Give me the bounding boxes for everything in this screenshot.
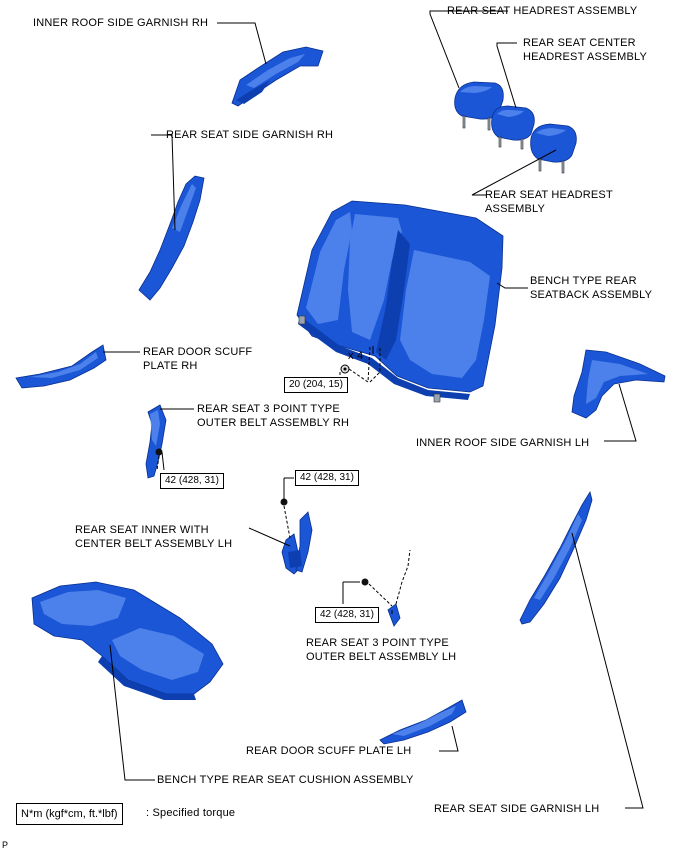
label-outer-belt-rh-line1: REAR SEAT 3 POINT TYPE xyxy=(197,403,340,415)
seatback-part xyxy=(296,200,504,403)
headrest-left-part xyxy=(454,81,504,131)
label-headrest-right-line2: ASSEMBLY xyxy=(485,203,546,215)
seat-cushion-part xyxy=(31,581,224,700)
label-outer-belt-lh-line2: OUTER BELT ASSEMBLY LH xyxy=(306,651,457,663)
label-side-garnish-rh: REAR SEAT SIDE GARNISH RH xyxy=(166,129,334,141)
label-scuff-rh-line1: REAR DOOR SCUFF xyxy=(143,346,253,358)
seatback-bolt-icon xyxy=(340,364,350,374)
label-inner-center-belt-line2: CENTER BELT ASSEMBLY LH xyxy=(75,538,233,550)
headrest-right-part xyxy=(530,123,577,174)
legend-torque-unit: N*m (kgf*cm, ft.*lbf) xyxy=(16,803,123,825)
torque-belt-rh-bolt: 42 (428, 31) xyxy=(160,473,224,489)
outer-belt-lh-part xyxy=(387,603,401,627)
scuff-plate-rh-part xyxy=(15,344,107,389)
inner-roof-garnish-lh-part xyxy=(571,349,666,419)
label-center-headrest-line2: HEADREST ASSEMBLY xyxy=(523,51,648,63)
label-side-garnish-lh: REAR SEAT SIDE GARNISH LH xyxy=(434,803,600,815)
label-outer-belt-lh-line1: REAR SEAT 3 POINT TYPE xyxy=(306,637,449,649)
label-scuff-lh: REAR DOOR SCUFF PLATE LH xyxy=(246,745,412,757)
side-garnish-lh-part xyxy=(519,490,593,625)
scuff-plate-lh-part xyxy=(379,699,467,745)
label-inner-roof-garnish-rh: INNER ROOF SIDE GARNISH RH xyxy=(33,17,209,29)
label-inner-roof-garnish-lh: INNER ROOF SIDE GARNISH LH xyxy=(416,437,590,449)
label-seatback-line2: SEATBACK ASSEMBLY xyxy=(530,289,653,301)
torque-belt-lh-bolt: 42 (428, 31) xyxy=(315,607,379,623)
legend-torque-meaning: : Specified torque xyxy=(146,807,236,819)
inner-roof-garnish-rh-part xyxy=(231,46,324,107)
belt-lh-bolt-icon xyxy=(361,578,369,586)
label-headrest-top: REAR SEAT HEADREST ASSEMBLY xyxy=(447,5,638,17)
torque-center-belt-bolt: 42 (428, 31) xyxy=(295,470,359,486)
center-headrest-part xyxy=(491,105,535,150)
label-scuff-rh-line2: PLATE RH xyxy=(143,360,198,372)
label-seat-cushion: BENCH TYPE REAR SEAT CUSHION ASSEMBLY xyxy=(157,774,414,786)
label-headrest-right-line1: REAR SEAT HEADREST xyxy=(485,189,613,201)
side-garnish-rh-part xyxy=(138,175,205,301)
label-center-headrest-line1: REAR SEAT CENTER xyxy=(523,37,636,49)
page-marker: P xyxy=(2,840,9,850)
outer-belt-rh-part xyxy=(145,404,167,479)
torque-seatback-bolt: 20 (204, 15) xyxy=(284,377,348,393)
label-seatback-line1: BENCH TYPE REAR xyxy=(530,275,637,287)
label-qty-x4: x 4 xyxy=(348,350,364,362)
belt-rh-bolt-icon xyxy=(155,448,163,456)
label-outer-belt-rh-line2: OUTER BELT ASSEMBLY RH xyxy=(197,417,350,429)
label-inner-center-belt-line1: REAR SEAT INNER WITH xyxy=(75,524,209,536)
